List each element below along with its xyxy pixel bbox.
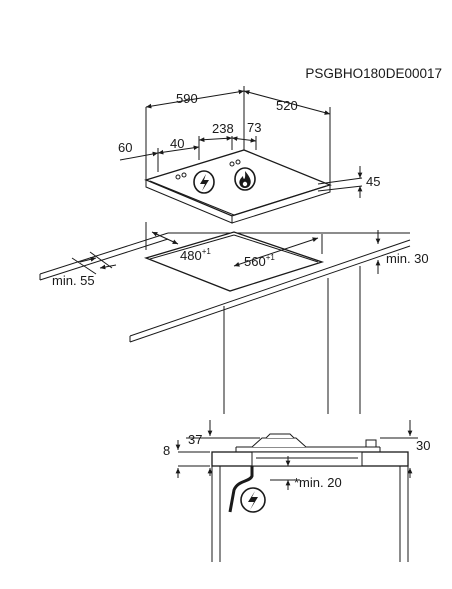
hob-top-view xyxy=(119,86,363,224)
dim-side-left-thickness: 8 xyxy=(163,443,170,458)
cutout xyxy=(144,231,325,292)
dim-side-top-height: 37 xyxy=(188,432,202,447)
dim-side-gap-note: *min. 20 xyxy=(294,475,342,490)
dim-control-right: 73 xyxy=(247,120,261,135)
control-dot-1 xyxy=(175,174,181,180)
dim-side-right-height: 30 xyxy=(416,438,430,453)
dim-cutout-length: 560+1 xyxy=(244,253,275,269)
flame-icon xyxy=(234,167,256,191)
hob-under-body xyxy=(251,451,363,467)
side-lightning-icon xyxy=(240,487,266,513)
dim-width: 590 xyxy=(176,91,198,106)
worktop xyxy=(39,222,411,414)
dim-control-span: 238 xyxy=(212,121,234,136)
lightning-icon xyxy=(193,170,215,194)
dim-cutout-width: 480+1 xyxy=(180,247,211,263)
side-view xyxy=(175,420,418,562)
diagram-code: PSGBHO180DE00017 xyxy=(305,66,442,81)
dim-min-back: min. 30 xyxy=(386,251,429,266)
dim-height: 45 xyxy=(366,174,380,189)
dim-left-offset: 60 xyxy=(118,140,132,155)
dim-control-offset: 40 xyxy=(170,136,184,151)
control-dot-3 xyxy=(229,161,235,167)
control-dot-4 xyxy=(235,159,241,165)
dim-min-front: min. 55 xyxy=(52,273,95,288)
power-cable xyxy=(228,466,254,513)
dim-depth: 520 xyxy=(276,98,298,113)
control-dot-2 xyxy=(181,172,187,178)
